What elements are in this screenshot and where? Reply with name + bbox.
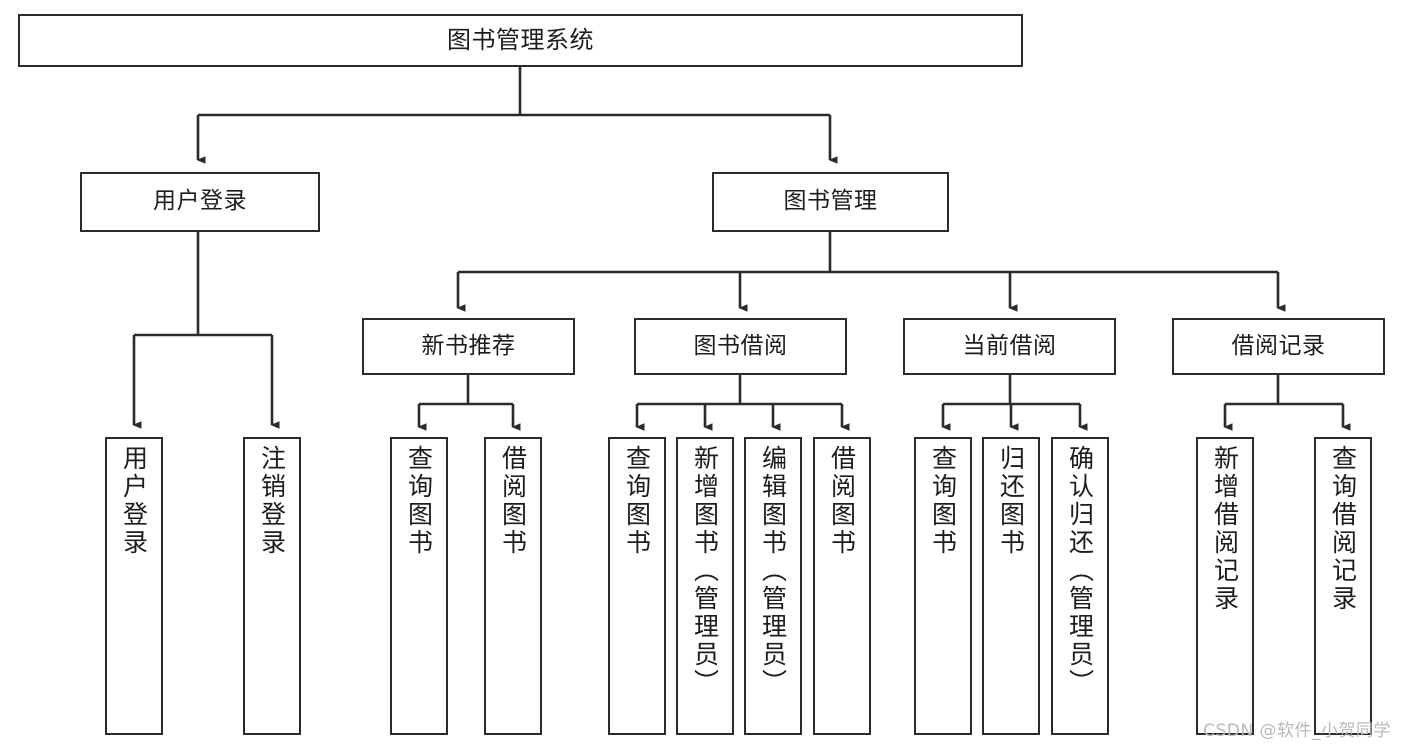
node-leaf-borrow-book-1-label: 借阅图书 [498,445,528,557]
node-leaf-confirm-return[interactable]: 确认归还（管理员） [1051,437,1109,735]
node-leaf-query-record-label: 查询借阅记录 [1328,445,1358,613]
node-borrow-record[interactable]: 借阅记录 [1172,318,1385,375]
node-leaf-query-book-1[interactable]: 查询图书 [390,437,448,735]
node-book-manage[interactable]: 图书管理 [712,172,949,232]
node-leaf-query-record[interactable]: 查询借阅记录 [1314,437,1372,735]
node-leaf-query-book-3[interactable]: 查询图书 [914,437,972,735]
node-leaf-return-book[interactable]: 归还图书 [982,437,1040,735]
node-leaf-borrow-book-2-label: 借阅图书 [827,445,857,557]
node-book-borrow-label: 图书借阅 [693,332,788,359]
node-leaf-borrow-book-2[interactable]: 借阅图书 [813,437,871,735]
node-leaf-add-book[interactable]: 新增图书（管理员） [676,437,734,735]
node-leaf-logout[interactable]: 注销登录 [243,437,301,735]
node-leaf-query-book-1-label: 查询图书 [404,445,434,557]
node-new-book-recommend[interactable]: 新书推荐 [362,318,575,375]
node-book-manage-label: 图书管理 [783,188,878,215]
node-leaf-user-login-label: 用户登录 [119,445,149,557]
node-current-borrow-label: 当前借阅 [962,332,1057,359]
node-leaf-user-login[interactable]: 用户登录 [105,437,163,735]
node-leaf-add-record[interactable]: 新增借阅记录 [1196,437,1254,735]
node-user-login[interactable]: 用户登录 [80,172,320,232]
node-root-label: 图书管理系统 [447,26,594,55]
node-leaf-query-book-2[interactable]: 查询图书 [608,437,666,735]
node-leaf-query-book-2-label: 查询图书 [622,445,652,557]
csdn-watermark: CSDN @软件_小贺同学 [1203,721,1391,741]
node-leaf-add-record-label: 新增借阅记录 [1210,445,1240,613]
node-leaf-logout-label: 注销登录 [257,445,287,557]
node-book-borrow[interactable]: 图书借阅 [634,318,847,375]
node-new-book-recommend-label: 新书推荐 [421,332,516,359]
node-leaf-add-book-label: 新增图书（管理员） [690,445,720,697]
node-leaf-query-book-3-label: 查询图书 [928,445,958,557]
node-leaf-borrow-book-1[interactable]: 借阅图书 [484,437,542,735]
node-leaf-confirm-return-label: 确认归还（管理员） [1065,445,1095,697]
node-leaf-edit-book-label: 编辑图书（管理员） [758,445,788,697]
node-root[interactable]: 图书管理系统 [18,14,1023,67]
node-current-borrow[interactable]: 当前借阅 [903,318,1116,375]
node-leaf-edit-book[interactable]: 编辑图书（管理员） [744,437,802,735]
node-user-login-label: 用户登录 [153,188,247,215]
node-leaf-return-book-label: 归还图书 [996,445,1026,557]
node-borrow-record-label: 借阅记录 [1231,332,1326,359]
